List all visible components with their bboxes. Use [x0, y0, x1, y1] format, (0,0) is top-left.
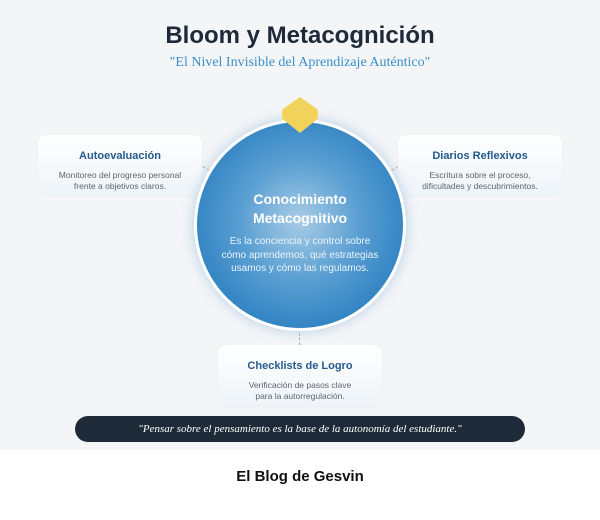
- infographic-canvas: Bloom y Metacognición "El Nivel Invisibl…: [0, 0, 600, 450]
- central-description: Es la conciencia y control sobre cómo ap…: [221, 236, 379, 274]
- card-description: Monitoreo del progreso personal frente a…: [58, 170, 182, 191]
- card-title: Autoevaluación: [79, 150, 161, 162]
- central-title: Conocimiento Metacognitivo: [252, 191, 348, 226]
- page-subtitle: "El Nivel Invisible del Aprendizaje Auté…: [169, 55, 431, 70]
- card-autoevaluacion: Autoevaluación Monitoreo del progreso pe…: [38, 135, 202, 195]
- card-description: Escritura sobre el proceso, dificultades…: [422, 170, 538, 191]
- card-description: Verificación de pasos clave para la auto…: [248, 380, 352, 401]
- card-title: Diarios Reflexivos: [432, 150, 528, 162]
- card-title: Checklists de Logro: [247, 360, 353, 372]
- card-checklists: Checklists de Logro Verificación de paso…: [218, 345, 382, 405]
- central-concept-circle: Conocimiento Metacognitivo Es la concien…: [194, 119, 406, 331]
- page-title: Bloom y Metacognición: [165, 22, 435, 49]
- quote-banner: "Pensar sobre el pensamiento es la base …: [75, 416, 525, 442]
- connector-bottom: [299, 333, 300, 345]
- footer-brand: El Blog de Gesvin: [236, 468, 364, 485]
- card-diarios-reflexivos: Diarios Reflexivos Escritura sobre el pr…: [398, 135, 562, 195]
